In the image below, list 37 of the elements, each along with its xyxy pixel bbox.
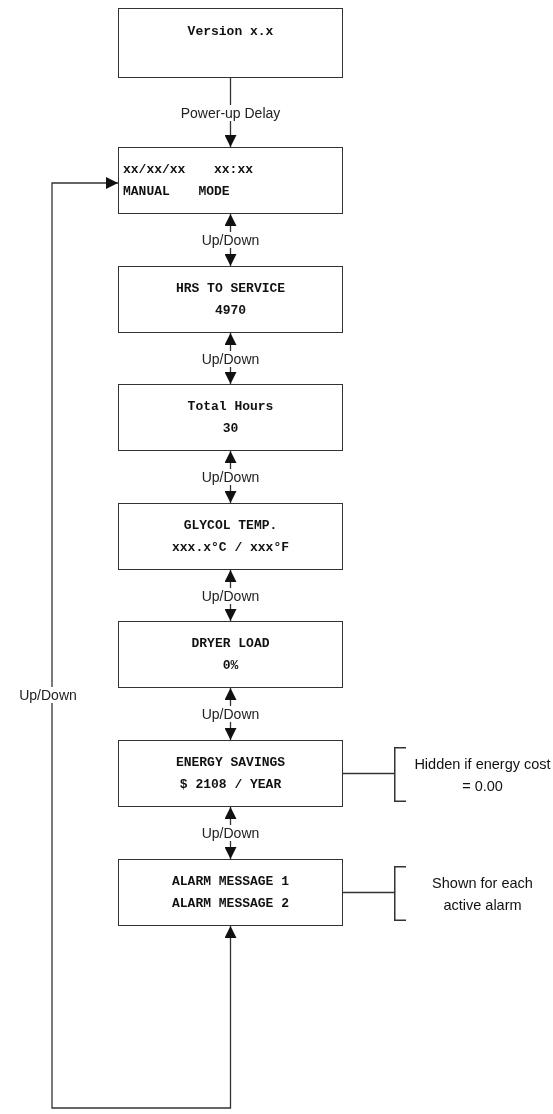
display-text: HRS TO SERVICE <box>175 279 286 298</box>
bracket-callout <box>394 747 553 802</box>
display-screen-box <box>118 503 343 570</box>
edge-label: Up/Down <box>200 587 261 604</box>
display-text: Version x.x <box>187 23 274 41</box>
edge-label: Up/Down <box>18 687 78 703</box>
edge-label: Up/Down <box>200 825 261 841</box>
display-text: xx/xx/xx xx:xx <box>123 160 254 179</box>
display-text: ALARM MESSAGE 2 <box>172 894 289 913</box>
callout-text: Shown for each active alarm <box>431 873 534 915</box>
callout-text: Hidden if energy cost = 0.00 <box>413 754 552 796</box>
display-text: ENERGY SAVINGS <box>175 753 286 772</box>
display-text: ALARM MESSAGE 1 <box>172 872 289 891</box>
display-text: $ 2108 / YEAR <box>179 775 282 794</box>
edge-label: Up/Down <box>200 232 261 248</box>
display-screen-box <box>118 384 343 451</box>
display-text: MANUAL MODE <box>123 182 230 201</box>
edge-label: Power-up Delay <box>179 104 282 121</box>
display-screen-box <box>118 8 343 78</box>
display-text: GLYCOL TEMP. <box>183 516 278 535</box>
arrow <box>51 177 237 1109</box>
display-text: 30 <box>222 419 239 438</box>
connector-line <box>342 891 395 894</box>
display-text: xxx.x°C / xxx°F <box>172 538 289 557</box>
display-screen-box <box>118 621 343 688</box>
display-screen-box <box>118 740 343 807</box>
display-screen-box <box>118 147 343 214</box>
display-screen-box <box>118 859 343 926</box>
display-text: 0% <box>222 656 239 675</box>
edge-label: Up/Down <box>200 350 261 367</box>
display-screen-box <box>118 266 343 333</box>
display-text: DRYER LOAD <box>191 634 270 653</box>
edge-label: Up/Down <box>200 706 261 722</box>
display-text: Total Hours <box>187 397 274 416</box>
connector-line <box>342 772 395 775</box>
display-text: 4970 <box>214 301 247 320</box>
edge-label: Up/Down <box>200 469 261 485</box>
